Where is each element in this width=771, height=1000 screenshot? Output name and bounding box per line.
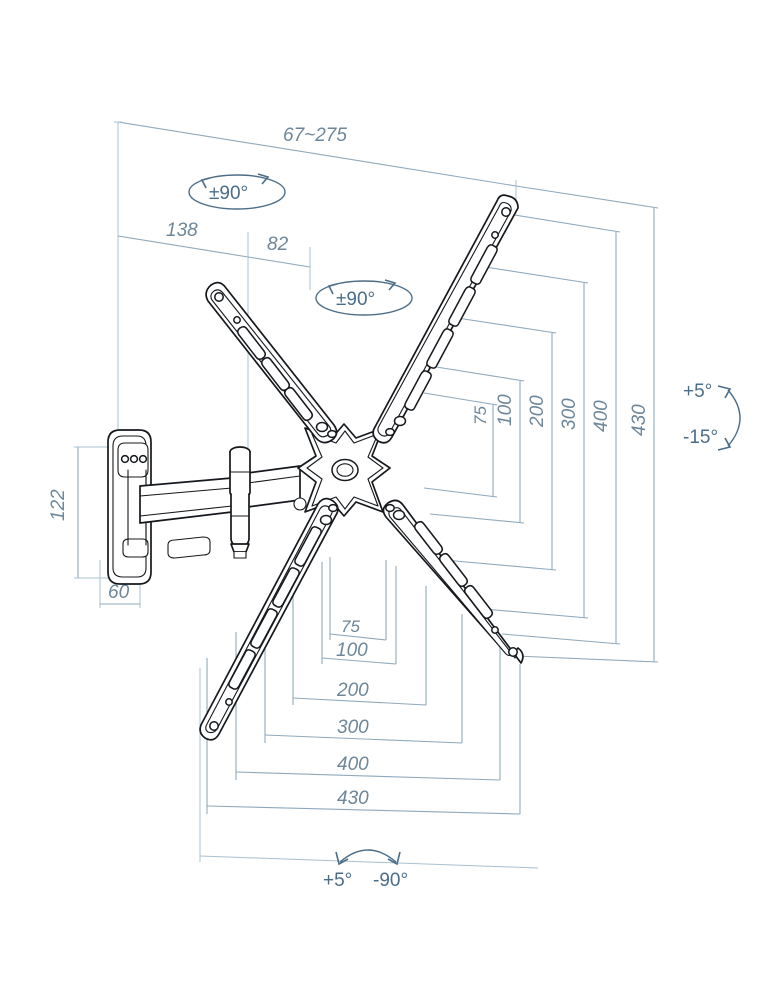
lead-400-top — [501, 212, 621, 233]
dim-line-h200 — [292, 697, 427, 706]
angle-callouts-group: ±90° ±90° +5° -15° +5° -90° — [188, 173, 741, 891]
label-v75: 75 — [471, 406, 490, 425]
label-rotate-minus: -90° — [373, 870, 408, 891]
arm-lr-slots — [413, 520, 494, 620]
label-tilt-up: +5° — [683, 381, 712, 402]
label-138: 138 — [166, 220, 198, 241]
lead-100v-top — [429, 365, 525, 382]
rotation-callout: +5° -90° — [323, 849, 408, 891]
lead-200-bot — [443, 559, 557, 571]
label-h430: 430 — [337, 788, 369, 809]
lead-300-top — [471, 264, 589, 284]
lead-430-top — [515, 185, 659, 209]
arm-ur-slots — [404, 244, 498, 411]
dim-line-h75 — [329, 633, 387, 641]
extension-arm — [139, 465, 301, 559]
label-122: 122 — [48, 489, 69, 521]
arm-lower-right — [382, 499, 524, 664]
label-swivel-upper: ±90° — [209, 183, 248, 204]
label-tilt-down: -15° — [683, 427, 718, 448]
arm-upper-right — [372, 194, 519, 444]
swivel-upper-callout: ±90° — [188, 173, 286, 210]
label-v300: 300 — [559, 398, 580, 430]
mount-assembly — [107, 194, 524, 741]
dim-line-138 — [117, 235, 249, 258]
label-h300: 300 — [337, 717, 369, 738]
arm-ul-slots — [236, 325, 314, 422]
label-h100: 100 — [336, 640, 368, 661]
ext-bottom-outer-line — [199, 855, 539, 869]
tilt-callout: +5° -15° — [683, 381, 741, 451]
lead-430-bot — [515, 655, 659, 663]
pivot-hinge — [229, 446, 307, 559]
label-v430: 430 — [629, 404, 650, 436]
label-swivel-lower: ±90° — [336, 289, 375, 310]
lead-400-bot — [501, 633, 621, 645]
dim-line-h100 — [321, 657, 397, 665]
dim-line-h300 — [264, 734, 463, 744]
spider-hub — [297, 423, 391, 517]
label-h75: 75 — [341, 617, 360, 636]
swivel-lower-callout: ±90° — [315, 279, 413, 316]
arm-ll-slots — [228, 526, 322, 690]
label-60: 60 — [108, 582, 130, 603]
lead-75v-top — [423, 392, 498, 406]
lead-100v-bot — [429, 513, 525, 524]
dim-line-depth-range — [117, 121, 517, 187]
dim-line-82 — [247, 256, 311, 268]
label-depth-range: 67~275 — [283, 125, 347, 146]
label-h200: 200 — [336, 680, 369, 701]
label-v200: 200 — [527, 395, 548, 428]
label-82: 82 — [267, 234, 289, 255]
wall-plate — [107, 429, 152, 585]
arm-upper-left — [205, 281, 338, 444]
label-v100: 100 — [495, 394, 516, 426]
dim-line-h430 — [206, 805, 521, 815]
lead-200-top — [443, 315, 557, 334]
lead-75v-bot — [423, 487, 498, 498]
label-v400: 400 — [591, 400, 612, 432]
label-h400: 400 — [337, 754, 369, 775]
dim-line-h400 — [235, 771, 501, 781]
dimension-lines-group: 67~275 138 82 122 60 430 400 — [48, 121, 659, 869]
label-rotate-plus: +5° — [323, 870, 352, 891]
arm-lower-left — [199, 497, 339, 741]
